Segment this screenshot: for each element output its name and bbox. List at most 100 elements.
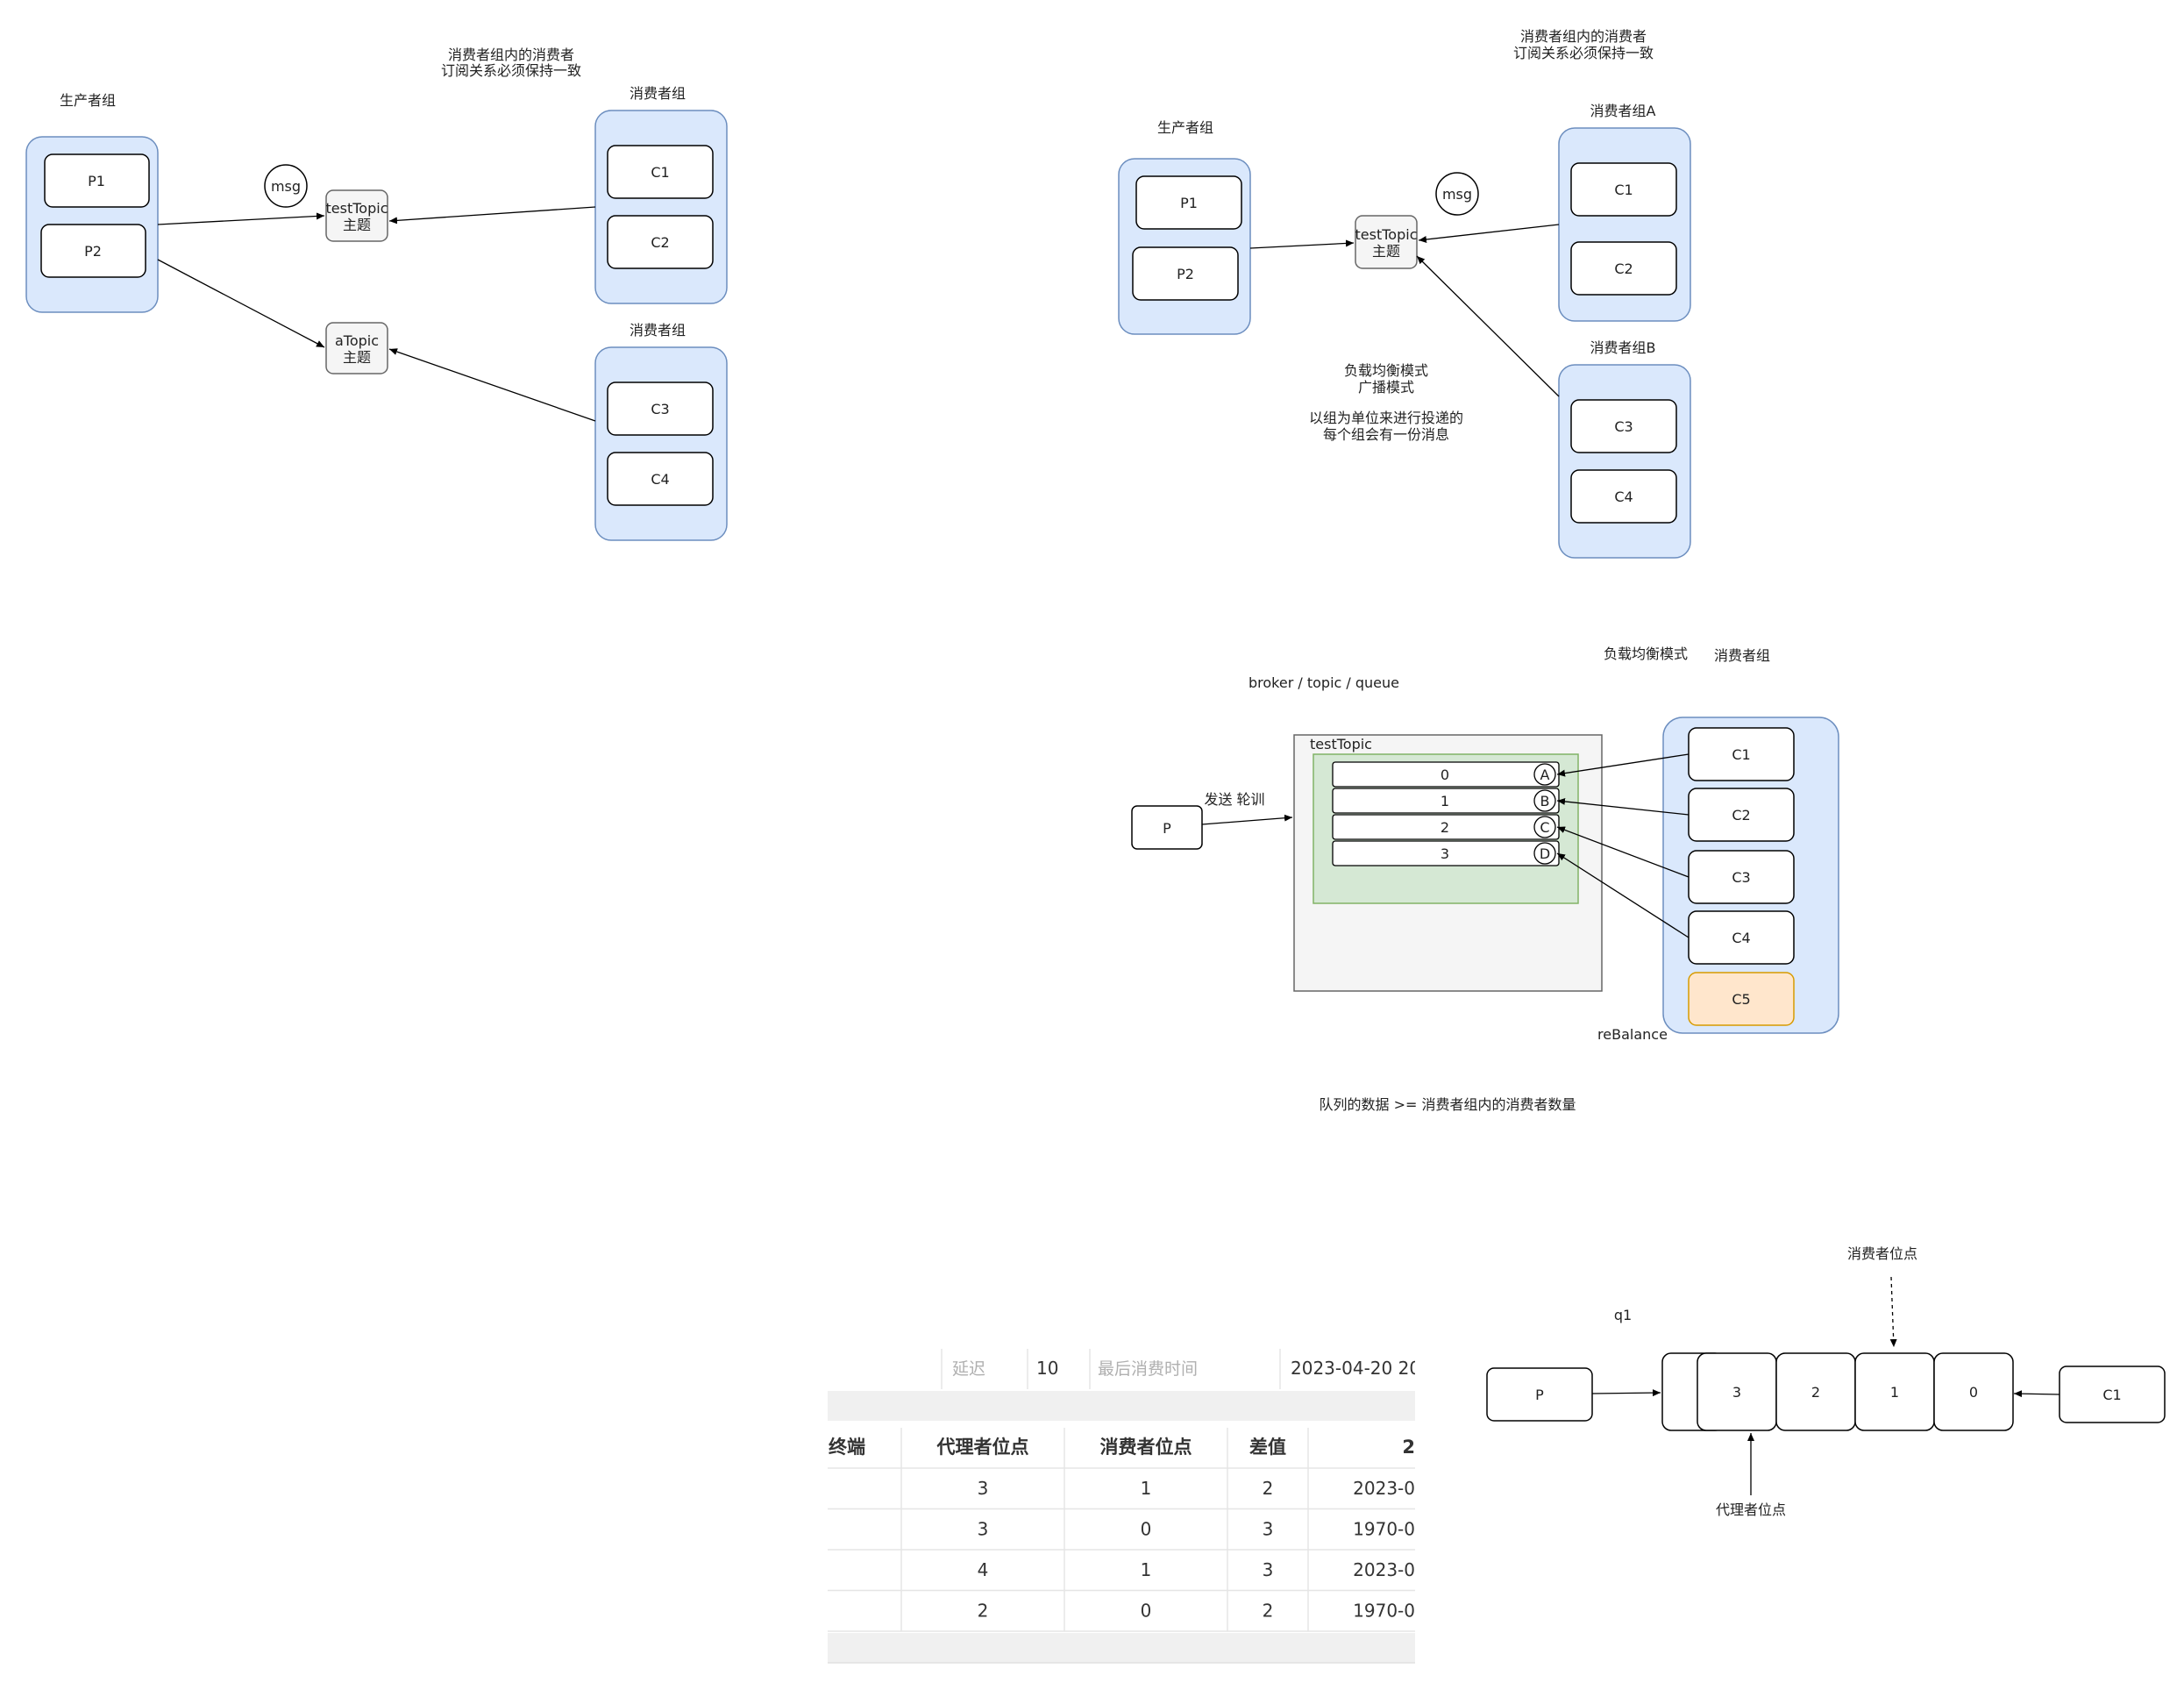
- consumer-c1[interactable]: [2059, 1366, 2166, 1423]
- queue-1-label: 1: [1441, 793, 1449, 809]
- producer-p[interactable]: [1131, 805, 1203, 850]
- queue-cells: 3 2 1 0: [1697, 1352, 2014, 1431]
- topic-testtopic[interactable]: [325, 189, 388, 242]
- consumer-c4[interactable]: [1570, 469, 1677, 524]
- queue-cell-1-label: 1: [1890, 1384, 1899, 1401]
- topic-testtopic-subtitle: 主题: [343, 217, 371, 233]
- consumer-c2[interactable]: [607, 215, 714, 269]
- queue-marker-1-label: B: [1540, 793, 1550, 809]
- queue-marker-0-label: A: [1540, 767, 1550, 783]
- consumer-c1[interactable]: [1570, 162, 1677, 217]
- table-cell: 1970-0: [1353, 1601, 1415, 1622]
- topic-atopic-name: aTopic: [335, 332, 379, 349]
- desc-line-1: 以组为单位来进行投递的: [1309, 410, 1463, 426]
- table-header-cell: 消费者位点: [1100, 1437, 1192, 1458]
- table-cell: 1: [1141, 1559, 1152, 1580]
- note-line-2: 订阅关系必须保持一致: [441, 62, 581, 79]
- note-line-2: 订阅关系必须保持一致: [1513, 45, 1654, 61]
- producer-p1-label: P1: [1180, 195, 1198, 211]
- producer-p2[interactable]: [1132, 246, 1239, 301]
- last-consume-time-value: 2023-04-20 20:2: [1291, 1358, 1438, 1379]
- table-cell: 3: [978, 1519, 989, 1540]
- topic-atopic-subtitle: 主题: [343, 349, 371, 366]
- table-cell: 2023-0: [1353, 1559, 1415, 1580]
- producer-p2[interactable]: [40, 224, 146, 278]
- edge-group-b-to-topic: [1416, 255, 1560, 397]
- table-cell: 2: [1263, 1601, 1274, 1622]
- topic-testtopic[interactable]: [1355, 215, 1418, 269]
- edge-producer-to-topic: [1201, 814, 1293, 825]
- table-cell: 1: [1141, 1478, 1152, 1499]
- edge-consumer-to-queue-0: [1556, 753, 1690, 777]
- consumer-c1-label: C1: [651, 164, 669, 181]
- consumer-c1[interactable]: [607, 145, 714, 199]
- consumer-group-2: [594, 346, 728, 541]
- queue-cell-3-label: 3: [1732, 1384, 1741, 1401]
- queue-cell-2-label: 2: [1811, 1384, 1820, 1401]
- topic-name: testTopic: [1355, 226, 1418, 243]
- message-circle: [1435, 172, 1479, 216]
- broker-offset-label: 代理者位点: [1716, 1501, 1786, 1518]
- table-cell: 2: [1263, 1478, 1274, 1499]
- mode-line-2: 广播模式: [1358, 379, 1414, 396]
- mode-label: 负载均衡模式: [1604, 645, 1688, 662]
- consumer-c3[interactable]: [607, 381, 714, 436]
- consumer-c5[interactable]: [1688, 972, 1795, 1026]
- producer-p1-label: P1: [88, 173, 105, 189]
- table-cell: 0: [1141, 1601, 1152, 1622]
- consumer-c3[interactable]: [1570, 399, 1677, 453]
- consumer-c3-label: C3: [1732, 869, 1750, 886]
- edge-consumer-to-queue-1: [1556, 797, 1690, 816]
- consumer-c4-label: C4: [1732, 930, 1750, 946]
- producer-p[interactable]: [1486, 1367, 1593, 1422]
- consumer-offset-pointer: [1889, 1276, 1897, 1348]
- rule-label: 队列的数据 >= 消费者组内的消费者数量: [1320, 1096, 1576, 1113]
- producer-group-label: 生产者组: [1157, 119, 1213, 136]
- consumer-c4-label: C4: [1614, 488, 1633, 505]
- queue-cell-0: [1933, 1352, 2014, 1431]
- consumer-c2-label: C2: [1614, 260, 1633, 277]
- diagram-3: 负载均衡模式 消费者组 broker / topic / queue testT…: [1131, 645, 1839, 1113]
- edge-group1-to-testtopic: [388, 206, 596, 225]
- queue-marker-3: [1533, 842, 1556, 865]
- consumer-c5-label: C5: [1732, 991, 1750, 1008]
- queue-label: q1: [1614, 1307, 1632, 1323]
- message-label: msg: [271, 178, 301, 195]
- consumer-c2[interactable]: [1570, 241, 1677, 296]
- producer-p-label: P: [1535, 1387, 1544, 1403]
- table-header-cell: 终端: [829, 1437, 865, 1458]
- topic-testtopic-name: testTopic: [326, 200, 388, 217]
- consumer-c3-label: C3: [651, 401, 669, 417]
- consumer-c2-label: C2: [651, 234, 669, 251]
- rebalance-label: reBalance: [1597, 1026, 1668, 1043]
- edge-p1-to-testtopic: [157, 212, 325, 225]
- table-header-cell: 差值: [1249, 1437, 1286, 1458]
- consumer-c3-label: C3: [1614, 418, 1633, 435]
- topic-atopic[interactable]: [325, 322, 388, 374]
- consumer-group-b-label: 消费者组B: [1590, 339, 1656, 356]
- table-cell: 0: [1141, 1519, 1152, 1540]
- consumer-group-a-label: 消费者组A: [1590, 103, 1656, 119]
- diagram-2: 消费者组内的消费者 订阅关系必须保持一致 生产者组 P1 P2 testTopi…: [1118, 28, 1691, 559]
- consumer-c1-label: C1: [1614, 182, 1633, 198]
- edge-group2-to-atopic: [388, 348, 596, 422]
- queue-marker-2: [1533, 816, 1556, 838]
- producer-p1[interactable]: [1135, 175, 1242, 230]
- producer-p-label: P: [1163, 820, 1171, 837]
- queue-0-label: 0: [1441, 767, 1449, 783]
- queue-cell-0-label: 0: [1969, 1384, 1978, 1401]
- consumer-c4[interactable]: [607, 452, 714, 506]
- producer-p1[interactable]: [44, 153, 150, 208]
- message-label: msg: [1442, 186, 1472, 203]
- consumer-c1-label: C1: [2102, 1387, 2121, 1403]
- table-header-cell: 代理者位点: [936, 1437, 1029, 1458]
- diagram-1: 生产者组 P1 P2 消费者组内的消费者 订阅关系必须保持一致 msg test…: [25, 46, 728, 541]
- consumer-group-1-label: 消费者组: [630, 85, 686, 102]
- edge-consumer-to-queue-3: [1556, 852, 1690, 938]
